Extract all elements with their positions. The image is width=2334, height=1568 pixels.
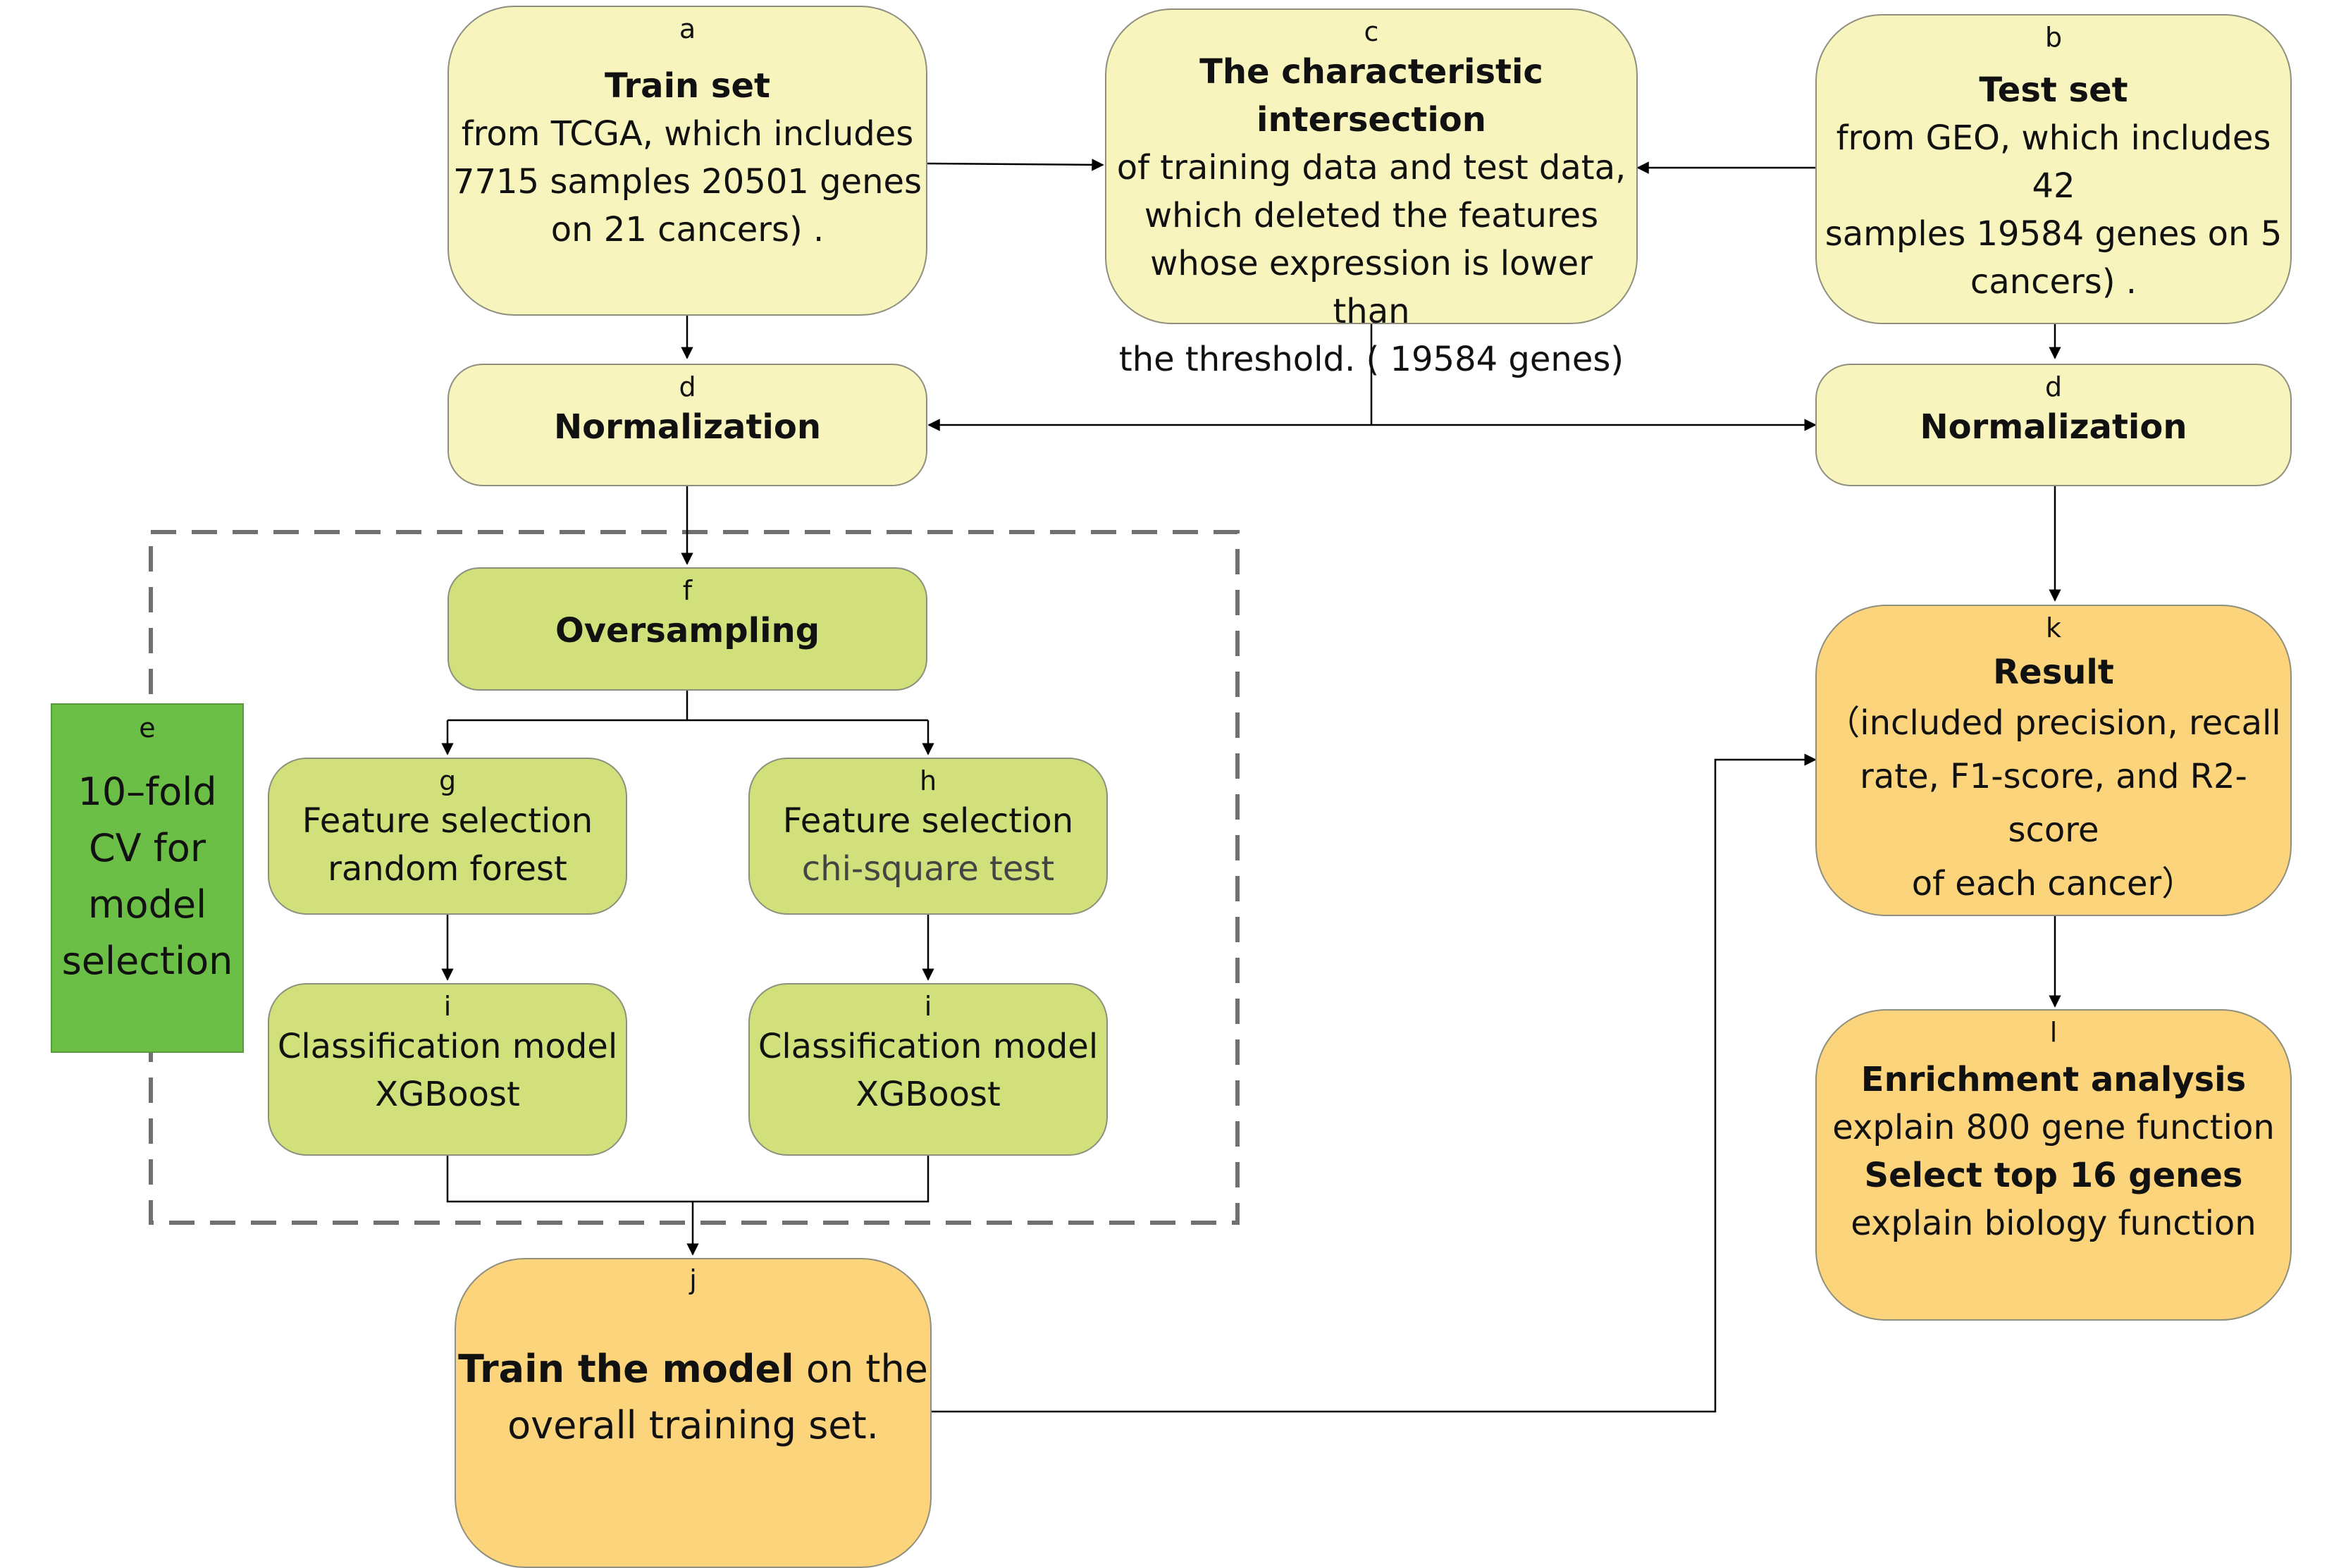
node-text-line: 10–fold: [78, 770, 217, 814]
node-letter: d: [2044, 371, 2063, 402]
node-text-line: from GEO, which includes 42: [1836, 118, 2271, 206]
node-letter: k: [2045, 612, 2061, 643]
node-text-line: Train the model on the: [458, 1341, 928, 1397]
node-oversampling: f Oversampling: [447, 567, 927, 691]
node-letter: h: [919, 765, 937, 796]
arrow-j-to-k: [932, 753, 1817, 1413]
node-title: Test set: [1979, 70, 2128, 110]
node-title: Oversampling: [555, 611, 820, 650]
node-train-overall-model: j Train the model on the overall trainin…: [455, 1258, 932, 1568]
node-normalization-left: d Normalization: [447, 364, 927, 486]
node-letter: d: [679, 371, 696, 402]
node-text-line: from TCGA, which includes: [461, 114, 914, 154]
node-text-line: （included precision, recall: [1826, 703, 2281, 743]
arrow-a-to-c: [927, 159, 1104, 171]
node-letter: l: [2049, 1017, 2058, 1048]
node-text-line: of each cancer）: [1911, 864, 2196, 903]
node-text-line: 7715 samples 20501 genes: [452, 162, 922, 202]
node-title-rest: on the: [794, 1347, 928, 1391]
node-enrichment-analysis: l Enrichment analysis explain 800 gene f…: [1815, 1009, 2292, 1321]
node-title: The characteristic intersection: [1199, 52, 1543, 140]
node-text-line: explain 800 gene function: [1832, 1108, 2275, 1147]
node-text-line: model: [87, 882, 207, 927]
node-text-line: the threshold. ( 19584 genes): [1118, 340, 1624, 379]
node-text-line: XGBoost: [375, 1075, 520, 1114]
node-text-line: Classification model: [277, 1027, 618, 1066]
node-result: k Result （included precision, recall rat…: [1815, 605, 2292, 916]
node-text-line: overall training set.: [507, 1403, 879, 1447]
node-title: Train set: [605, 66, 770, 106]
node-letter: g: [438, 765, 457, 796]
node-letter: f: [682, 575, 693, 606]
node-characteristic-intersection: c The characteristic intersection of tra…: [1105, 8, 1638, 379]
node-letter: i: [924, 991, 932, 1022]
node-title: Select top 16 genes: [1864, 1156, 2243, 1195]
node-text-line: samples 19584 genes on 5: [1824, 214, 2283, 254]
node-text-line: of training data and test data,: [1116, 148, 1626, 187]
node-classification-xgboost-left: i Classification model XGBoost: [268, 983, 627, 1156]
node-feature-selection-chi-square: h Feature selection chi-square test: [748, 758, 1108, 915]
node-letter: a: [679, 13, 696, 44]
node-text-line: random forest: [328, 849, 567, 889]
node-text-line: rate, F1-score, and R2-score: [1860, 757, 2247, 850]
node-normalization-right: d Normalization: [1815, 364, 2292, 486]
node-text-line: XGBoost: [856, 1075, 1001, 1114]
node-text-line: CV for: [88, 826, 206, 870]
node-text-line: Classification model: [758, 1027, 1099, 1066]
node-text-line: explain biology function: [1851, 1204, 2256, 1243]
node-letter: c: [1364, 16, 1379, 47]
node-letter: i: [443, 991, 452, 1022]
node-letter: b: [2044, 22, 2063, 53]
node-letter: j: [689, 1264, 697, 1295]
node-text-line: which deleted the features: [1144, 196, 1599, 235]
node-text-line: Feature selection: [302, 801, 593, 841]
node-title: Train the model: [458, 1347, 794, 1391]
node-title: Normalization: [1920, 407, 2187, 447]
node-cv-model-selection: e 10–fold CV for model selection: [51, 703, 244, 1053]
node-text-line: on 21 cancers) .: [550, 210, 825, 249]
node-text-line: Feature selection: [782, 801, 1074, 841]
node-title: Enrichment analysis: [1860, 1060, 2247, 1099]
node-feature-selection-random-forest: g Feature selection random forest: [268, 758, 627, 915]
node-title: Result: [1993, 653, 2114, 692]
node-train-set: a Train set from TCGA, which includes 77…: [447, 6, 927, 316]
node-text-line: chi-square test: [801, 849, 1055, 889]
node-text-line: whose expression is lower than: [1150, 244, 1593, 331]
node-text-line: cancers) .: [1970, 262, 2137, 302]
node-letter: e: [139, 712, 156, 743]
node-classification-xgboost-right: i Classification model XGBoost: [748, 983, 1108, 1156]
line-i-merge: [446, 1156, 930, 1203]
node-text-line: selection: [61, 939, 233, 983]
node-title: Normalization: [553, 407, 821, 447]
line-f-split: [447, 691, 928, 722]
node-test-set: b Test set from GEO, which includes 42 s…: [1815, 14, 2292, 324]
